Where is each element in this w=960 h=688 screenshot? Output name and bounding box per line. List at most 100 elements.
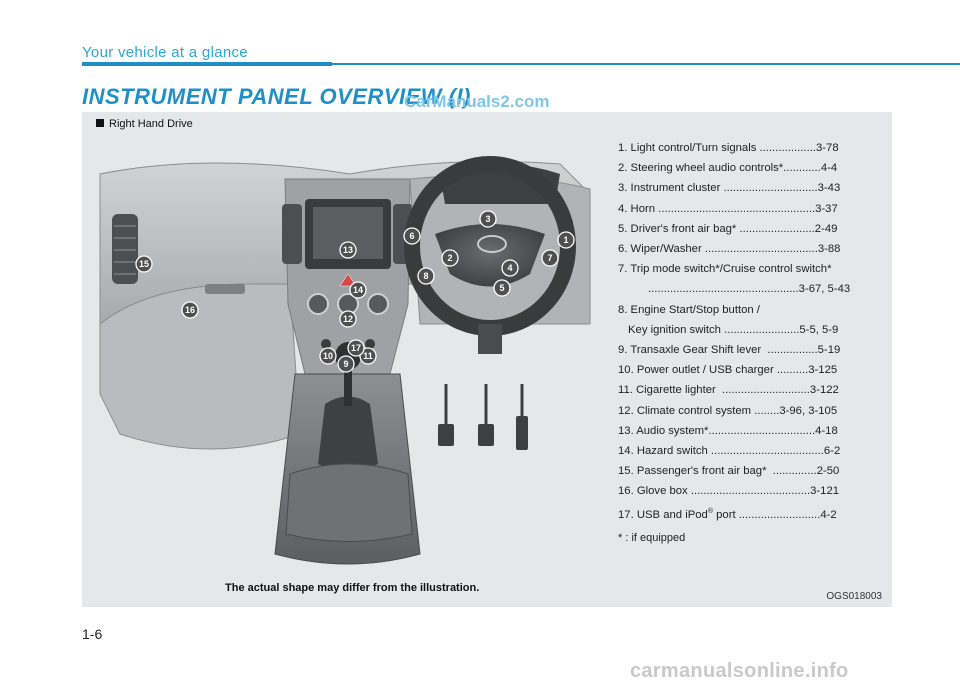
callout-4: 4	[501, 259, 519, 277]
callout-6: 6	[403, 227, 421, 245]
steering-wheel-logo	[477, 235, 507, 253]
legend-item-10: 10. Power outlet / USB charger .........…	[618, 364, 838, 377]
callout-badge-12	[339, 310, 357, 328]
callout-badge-16	[181, 301, 199, 319]
armrest	[285, 463, 413, 542]
center-vent-left	[282, 204, 302, 264]
legend-item-13: 13. Audio system*.......................…	[618, 424, 838, 437]
legend-item-7: 7. Trip mode switch*/Cruise control swit…	[618, 263, 832, 276]
legend-item-15: 15. Passenger's front air bag* .........…	[618, 465, 840, 478]
legend-item-6: 6. Wiper/Washer ........................…	[618, 243, 841, 256]
legend-item-12: 12. Climate control system ........3-96,…	[618, 404, 838, 417]
left-air-vent	[112, 214, 138, 284]
callout-badge-11	[359, 347, 377, 365]
climate-knob-right	[367, 293, 389, 315]
page-heading: INSTRUMENT PANEL OVERVIEW (I)	[82, 84, 471, 109]
callout-badge-4	[501, 259, 519, 277]
callout-2: 2	[441, 249, 459, 267]
callout-label-13: 13	[343, 245, 353, 255]
legend-footnote: * : if equipped	[618, 531, 686, 544]
legend-item-14: 14. Hazard switch ......................…	[618, 445, 841, 458]
pedal-accelerator	[516, 416, 528, 450]
dashboard-lower	[99, 283, 301, 450]
callout-badge-17	[347, 339, 365, 357]
glove-box-handle	[205, 284, 245, 294]
legend-item-3: 3. Instrument cluster ..................…	[618, 182, 841, 195]
callout-7: 7	[541, 249, 559, 267]
gear-shift-stem	[344, 366, 352, 406]
header-rule-accent	[82, 62, 332, 66]
callout-badge-2	[441, 249, 459, 267]
callout-10: 10	[319, 347, 337, 365]
callout-label-9: 9	[343, 359, 348, 369]
callout-label-17: 17	[351, 343, 361, 353]
registered-mark: ®	[707, 507, 713, 515]
legend-item-7-pages: ........................................…	[648, 283, 851, 296]
callout-label-16: 16	[185, 305, 195, 315]
callout-badge-10	[319, 347, 337, 365]
callout-badge-3	[479, 210, 497, 228]
callout-17: 17	[347, 339, 365, 357]
legend-item-16: 16. Glove box ..........................…	[618, 485, 840, 498]
callout-label-15: 15	[139, 259, 149, 269]
callout-badge-7	[541, 249, 559, 267]
legend-item-8: 8. Engine Start/Stop button /	[618, 303, 760, 316]
callout-label-1: 1	[563, 235, 568, 245]
callout-label-10: 10	[323, 351, 333, 361]
figure-panel: Right Hand Drive	[82, 112, 892, 607]
legend-list: 1. Light control/Turn signals ..........…	[618, 138, 884, 548]
callout-1: 1	[557, 231, 575, 249]
steering-column	[478, 324, 502, 354]
callout-11: 11	[359, 347, 377, 365]
callout-16: 16	[181, 301, 199, 319]
legend-item-17-pages: port ..........................4-2	[712, 508, 837, 521]
legend-item-9: 9. Transaxle Gear Shift lever ..........…	[618, 344, 841, 357]
legend-item-17: 17. USB and iPod® port .................…	[618, 502, 884, 525]
legend-item-11: 11. Cigarette lighter ..................…	[618, 384, 839, 397]
callout-label-11: 11	[363, 351, 373, 361]
callout-label-14: 14	[353, 285, 363, 295]
callout-12: 12	[339, 310, 357, 328]
callout-3: 3	[479, 210, 497, 228]
callout-badge-1	[557, 231, 575, 249]
power-outlet	[321, 339, 331, 349]
callout-badge-13	[339, 241, 357, 259]
callout-label-8: 8	[423, 271, 428, 281]
drive-label: Right Hand Drive	[96, 118, 193, 130]
callout-label-2: 2	[447, 253, 452, 263]
callout-13: 13	[339, 241, 357, 259]
pedal-brake	[478, 424, 494, 446]
callout-label-12: 12	[343, 314, 353, 324]
illustration-caption: The actual shape may differ from the ill…	[225, 582, 480, 594]
callout-label-4: 4	[507, 263, 512, 273]
watermark-bottom[interactable]: carmanualsonline.info	[630, 660, 849, 682]
legend-item-2: 2. Steering wheel audio controls*.......…	[618, 162, 838, 175]
callout-8: 8	[417, 267, 435, 285]
legend-item-4: 4. Horn ................................…	[618, 202, 838, 215]
drive-label-text: Right Hand Drive	[109, 118, 193, 130]
climate-knob-left	[307, 293, 329, 315]
legend-item-5: 5. Driver's front air bag* .............…	[618, 222, 838, 235]
page-number: 1-6	[82, 626, 103, 642]
callout-5: 5	[493, 279, 511, 297]
callout-label-5: 5	[499, 283, 504, 293]
legend-item-17-text: 17. USB and iPod	[618, 508, 708, 521]
section-title: Your vehicle at a glance	[82, 44, 248, 61]
callout-14: 14	[349, 281, 367, 299]
callout-label-6: 6	[409, 231, 414, 241]
callout-badge-14	[349, 281, 367, 299]
callout-15: 15	[135, 255, 153, 273]
callout-badge-15	[135, 255, 153, 273]
gear-shift-boot	[318, 396, 378, 472]
cigarette-lighter	[365, 339, 375, 349]
callout-badge-5	[493, 279, 511, 297]
callout-9: 9	[337, 355, 355, 373]
watermark-top[interactable]: CarManuals2.com	[404, 92, 550, 111]
square-bullet-icon	[96, 119, 104, 128]
callout-badge-9	[337, 355, 355, 373]
legend-item-1: 1. Light control/Turn signals ..........…	[618, 142, 839, 154]
callout-label-7: 7	[547, 253, 552, 263]
pedal-clutch	[438, 424, 454, 446]
figure-code: OGS018003	[826, 591, 882, 602]
